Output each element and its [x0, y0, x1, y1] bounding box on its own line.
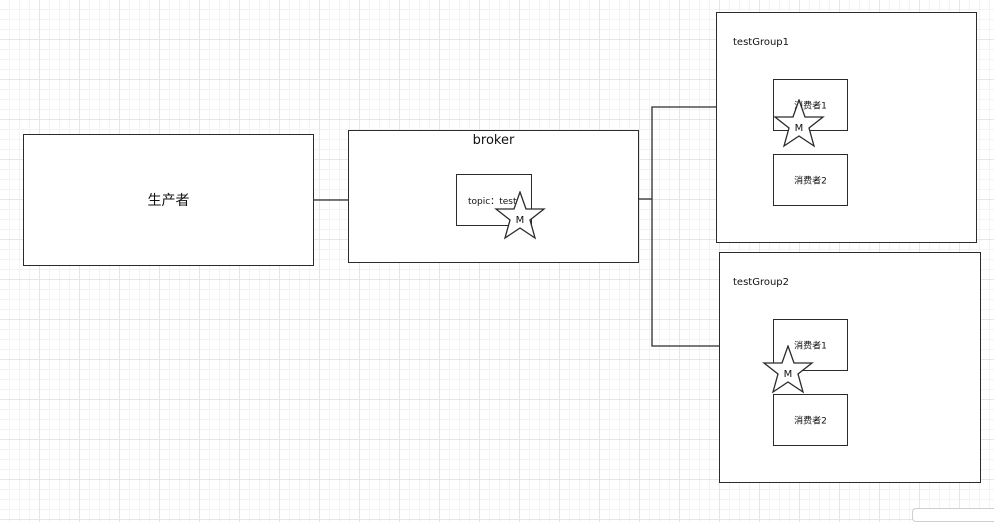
group2-consumer2-box[interactable]: 消费者2	[773, 394, 848, 446]
message-star-letter: M	[515, 215, 525, 226]
star-icon	[773, 99, 825, 148]
group2-box[interactable]: testGroup2	[719, 252, 981, 483]
message-star-letter: M	[783, 369, 793, 380]
message-star-group2[interactable]: M	[762, 345, 814, 397]
producer-label: 生产者	[147, 193, 190, 209]
topic-label: topic：test	[468, 197, 517, 207]
star-icon	[494, 191, 546, 240]
group2-consumer2-label: 消费者2	[794, 416, 827, 427]
group2-title: testGroup2	[733, 277, 790, 288]
group2-consumer1-label: 消费者1	[794, 341, 827, 352]
group1-consumer1-label: 消费者1	[794, 101, 827, 112]
corner-panel-tab[interactable]	[912, 508, 994, 522]
group1-consumer2-box[interactable]: 消费者2	[773, 154, 848, 206]
star-icon	[762, 345, 814, 394]
broker-title: broker	[472, 133, 515, 148]
group1-title: testGroup1	[733, 37, 790, 48]
group1-consumer2-label: 消费者2	[794, 176, 827, 187]
producer-box[interactable]: 生产者	[23, 134, 314, 266]
message-star-broker[interactable]: M	[494, 191, 546, 243]
message-star-letter: M	[794, 123, 804, 134]
message-star-group1[interactable]: M	[773, 99, 825, 151]
